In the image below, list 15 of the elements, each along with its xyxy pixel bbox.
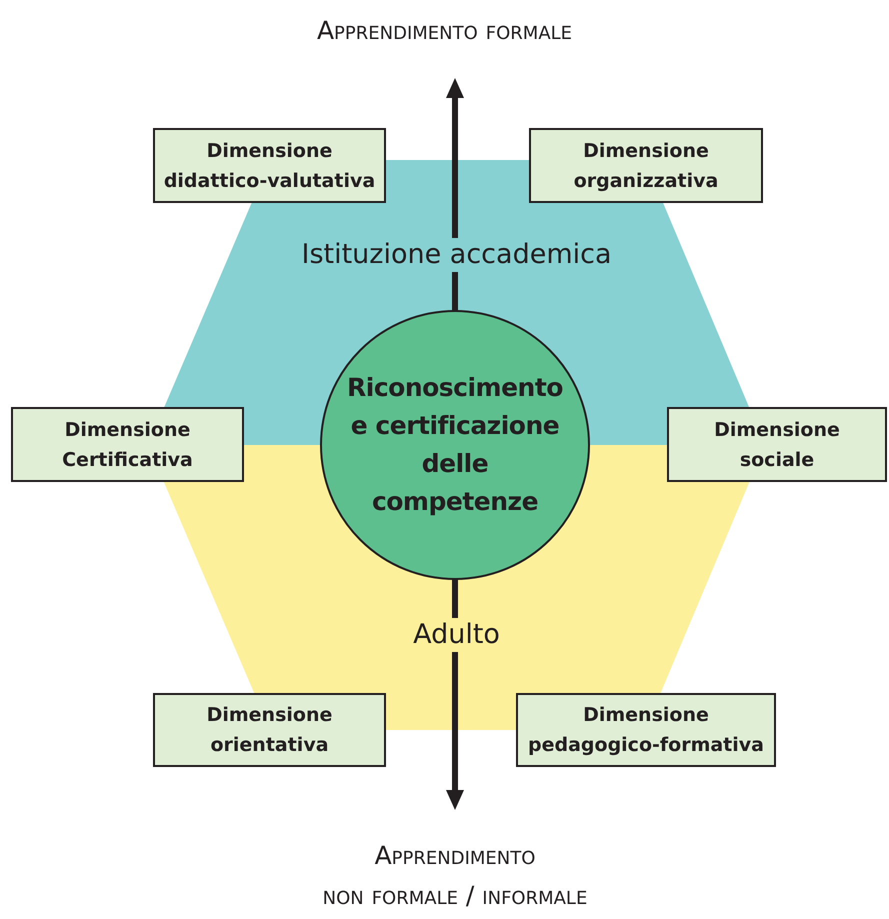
dimension-box [153, 128, 386, 203]
circle-label: Riconoscimento e certificazione delle competenze [346, 372, 564, 518]
dimension-box [667, 407, 887, 482]
box-label: Dimensione pedagogico-formativa [527, 703, 765, 758]
box-label: Dimensione orientativa [206, 703, 334, 758]
dimension-box [153, 693, 386, 767]
dimension-box [11, 407, 244, 482]
box-label: Dimensione sociale [713, 418, 841, 472]
dimension-box [516, 693, 776, 767]
axis-label: Apprendimento formale [316, 15, 574, 47]
axis-label: Apprendimento non formale / informale [322, 840, 588, 912]
box-label: Dimensione Certificativa [61, 418, 194, 472]
box-label: Dimensione organizzativa [572, 138, 720, 194]
dimension-box [529, 128, 763, 203]
box-label: Dimensione didattico-valutativa [162, 138, 376, 194]
